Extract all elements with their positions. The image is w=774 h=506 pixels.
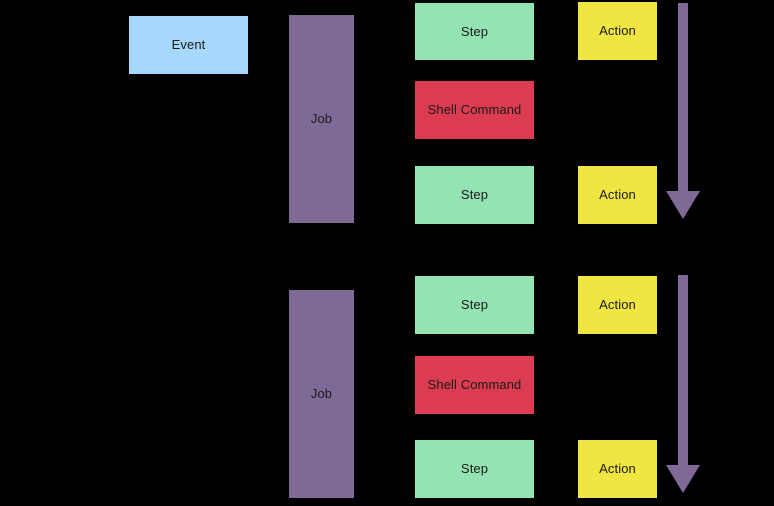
node-label: Step	[460, 23, 489, 39]
node-event[interactable]: Event	[129, 16, 248, 74]
node-label: Action	[599, 297, 636, 313]
node-shell-command[interactable]: Shell Command	[415, 81, 534, 139]
node-label: Shell Command	[427, 377, 522, 393]
node-label: Shell Command	[427, 102, 522, 118]
node-action[interactable]: Action	[578, 440, 657, 498]
node-label: Action	[599, 23, 636, 39]
node-label: Job	[310, 386, 333, 402]
node-job[interactable]: Job	[289, 15, 354, 223]
node-action[interactable]: Action	[578, 276, 657, 334]
node-label: Step	[460, 461, 489, 477]
node-label: Step	[460, 297, 489, 313]
node-step[interactable]: Step	[415, 440, 534, 498]
node-step[interactable]: Step	[415, 3, 534, 60]
node-step[interactable]: Step	[415, 276, 534, 334]
node-label: Job	[310, 111, 333, 127]
node-label: Action	[599, 187, 636, 203]
node-label: Event	[171, 37, 206, 53]
node-action[interactable]: Action	[578, 2, 657, 60]
flow-arrow-down-icon	[666, 3, 700, 219]
node-step[interactable]: Step	[415, 166, 534, 224]
flow-arrow-down-icon	[666, 275, 700, 493]
node-action[interactable]: Action	[578, 166, 657, 224]
node-job[interactable]: Job	[289, 290, 354, 498]
node-label: Step	[460, 187, 489, 203]
node-label: Action	[599, 461, 636, 477]
node-shell-command[interactable]: Shell Command	[415, 356, 534, 414]
